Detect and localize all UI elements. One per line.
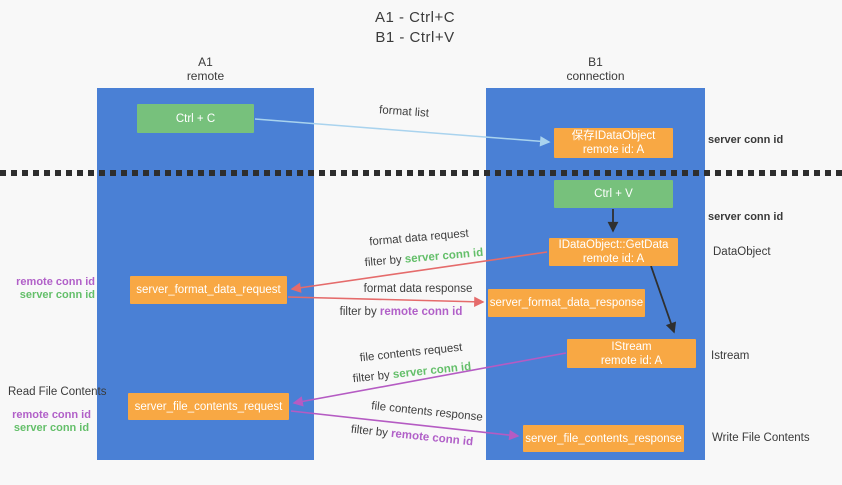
arrow-getdata-to-istream xyxy=(650,265,677,334)
left-conn-id-cluster-bottom: remote conn id server conn id xyxy=(0,409,103,435)
title-line-1: A1 - Ctrl+C xyxy=(374,9,456,26)
node-server-format-data-response-label: server_format_data_response xyxy=(489,297,644,309)
arrow-format-list xyxy=(254,118,551,147)
lane-header-b1: B1 connection xyxy=(486,55,705,83)
server-conn-id-label: server conn id xyxy=(19,289,95,301)
lane-a1-name: remote xyxy=(186,69,225,83)
label-filter-by-remote-conn-id-1: filter by remote conn id xyxy=(340,306,463,318)
arrow-file-contents-request xyxy=(292,352,567,407)
node-server-format-data-request: server_format_data_request xyxy=(130,276,287,304)
lane-header-a1: A1 remote xyxy=(97,55,314,83)
node-idataobject-getdata-line2: remote id: A xyxy=(582,253,645,265)
left-conn-id-cluster-top: remote conn id server conn id xyxy=(0,276,95,302)
arrow-format-data-request xyxy=(290,251,548,293)
write-file-contents-label: Write File Contents xyxy=(712,432,810,444)
label-format-data-response: format data response xyxy=(363,283,473,295)
node-server-file-contents-response-label: server_file_contents_response xyxy=(525,432,682,445)
server-conn-id-label: server conn id xyxy=(13,422,90,434)
node-idataobject-getdata: IDataObject::GetData remote id: A xyxy=(549,238,678,266)
node-save-idataobject: 保存IDataObject remote id: A xyxy=(554,128,673,158)
filter-by-text: filter by xyxy=(339,306,377,318)
node-save-idataobject-line2: remote id: A xyxy=(582,144,645,156)
lane-b1-name: connection xyxy=(566,69,625,83)
node-server-file-contents-request-label: server_file_contents_request xyxy=(134,400,283,413)
node-save-idataobject-line1: 保存IDataObject xyxy=(571,130,656,142)
node-server-file-contents-response: server_file_contents_response xyxy=(523,425,684,452)
lane-a1-id: A1 xyxy=(198,55,213,69)
title-line-2: B1 - Ctrl+V xyxy=(375,29,455,46)
server-conn-id-label-mid: server conn id xyxy=(708,211,784,223)
istream-label: Istream xyxy=(711,350,750,362)
node-idataobject-getdata-line1: IDataObject::GetData xyxy=(558,239,669,251)
arrow-file-contents-response xyxy=(290,410,520,441)
node-server-format-data-request-label: server_format_data_request xyxy=(136,284,281,296)
node-istream-line2: remote id: A xyxy=(600,354,663,367)
node-ctrl-c-label: Ctrl + C xyxy=(175,112,216,125)
node-ctrl-c: Ctrl + C xyxy=(137,104,254,133)
remote-conn-id-label: remote conn id xyxy=(12,409,91,421)
node-server-format-data-response: server_format_data_response xyxy=(488,289,645,317)
session-divider-dotted-line xyxy=(0,170,842,176)
node-server-file-contents-request: server_file_contents_request xyxy=(128,393,289,420)
lane-b1-id: B1 xyxy=(588,55,603,69)
read-file-contents-label: Read File Contents xyxy=(8,386,107,398)
arrow-format-data-response xyxy=(287,296,485,307)
node-ctrl-v: Ctrl + V xyxy=(554,180,673,208)
server-conn-id-label-top: server conn id xyxy=(708,134,784,146)
remote-conn-id-label: remote conn id xyxy=(16,276,95,288)
dataobject-label: DataObject xyxy=(713,246,771,258)
node-istream: IStream remote id: A xyxy=(567,339,696,368)
remote-conn-id-text: remote conn id xyxy=(379,306,463,318)
diagram-title: A1 - Ctrl+C B1 - Ctrl+V xyxy=(0,8,830,48)
node-ctrl-v-label: Ctrl + V xyxy=(594,188,633,200)
node-istream-line1: IStream xyxy=(611,340,652,353)
